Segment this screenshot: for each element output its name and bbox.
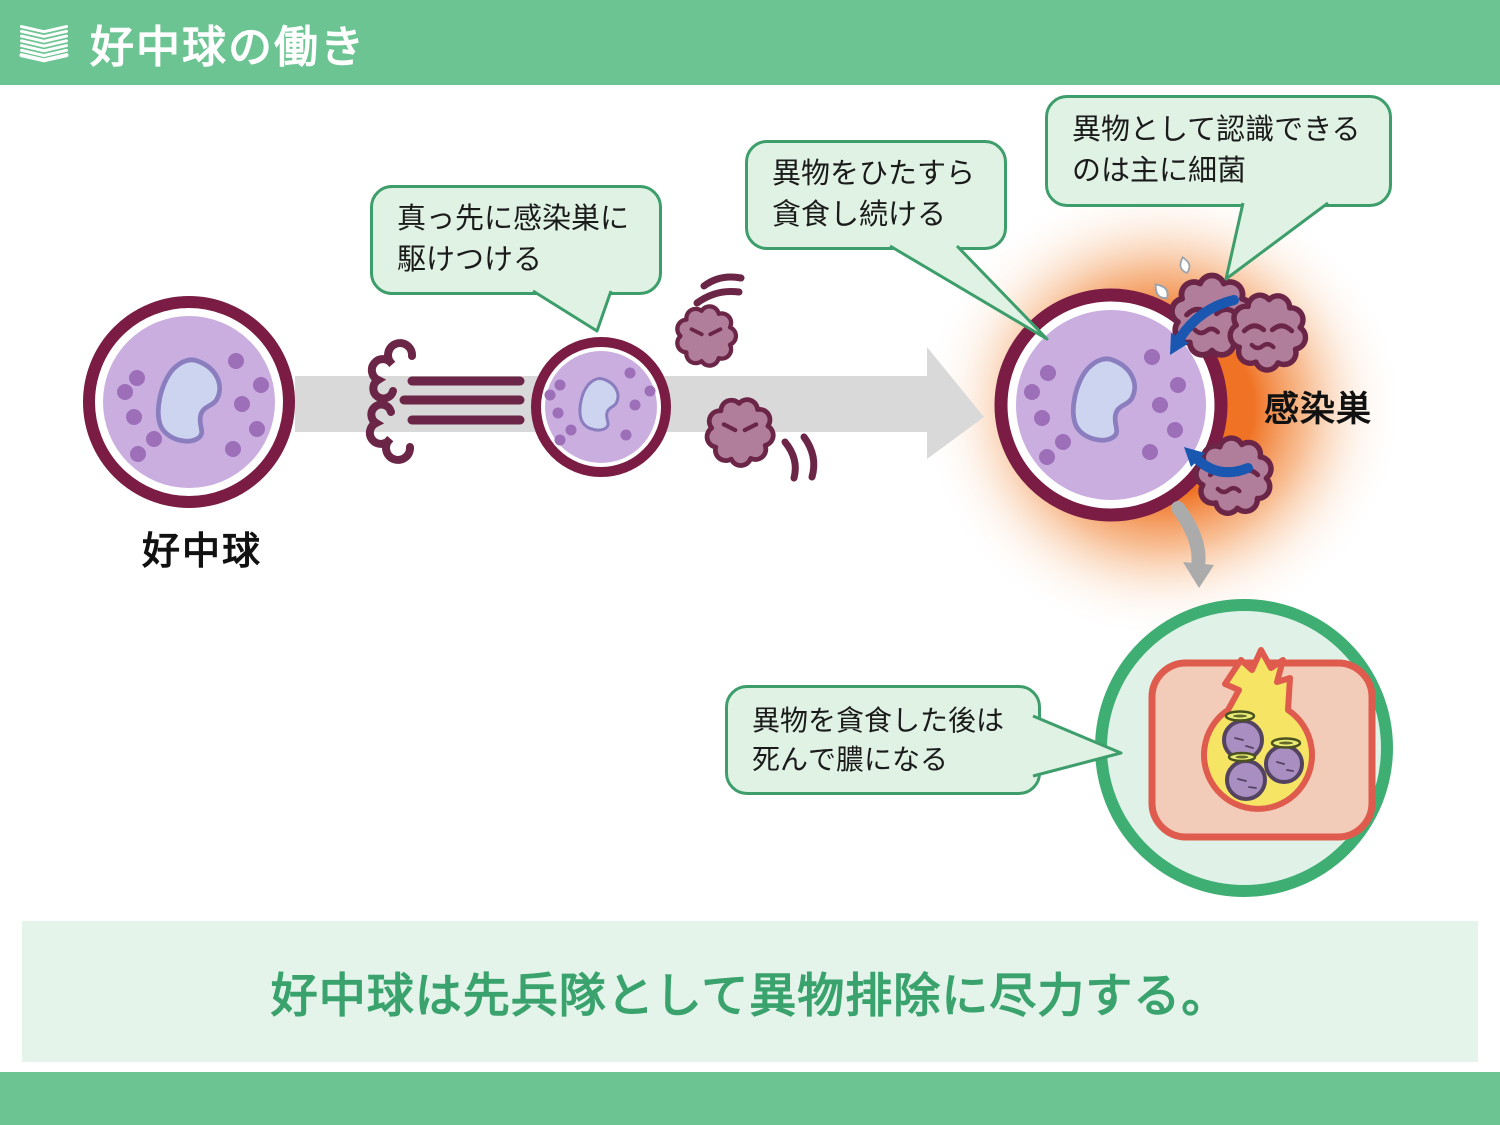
bacterium-floating-top bbox=[668, 298, 743, 374]
summary-banner: 好中球は先兵隊として異物排除に尽力する。 bbox=[22, 921, 1478, 1062]
callout-recognizes-bacteria: 異物として認識できる のは主に細菌 bbox=[1045, 95, 1392, 207]
neutrophil-label: 好中球 bbox=[142, 531, 263, 573]
callout-line: 駆けつける bbox=[397, 244, 543, 276]
dead-neutrophils bbox=[1222, 710, 1304, 801]
slide-header: 好中球の働き bbox=[0, 0, 1500, 85]
to-pus-arrow bbox=[1171, 501, 1214, 588]
callout-line: 真っ先に感染巣に bbox=[397, 203, 630, 236]
callout-line: 貪食し続ける bbox=[772, 199, 947, 231]
halos bbox=[1224, 710, 1302, 763]
callout-rush-to-site: 真っ先に感染巣に 駆けつける bbox=[370, 185, 662, 295]
footer-strip bbox=[0, 1072, 1500, 1125]
granules bbox=[1024, 349, 1186, 465]
pus-formation-illustration bbox=[1095, 599, 1393, 897]
book-icon bbox=[19, 24, 69, 62]
granules bbox=[117, 353, 269, 462]
phagocytosis-arrows bbox=[1170, 295, 1253, 478]
granules bbox=[544, 367, 656, 446]
infection-site-label: 感染巣 bbox=[1264, 390, 1373, 429]
callout-line: のは主に細菌 bbox=[1072, 155, 1247, 187]
callout-dies-becomes-pus: 異物を貪食した後は 死んで膿になる bbox=[725, 685, 1041, 795]
speed-lines bbox=[365, 339, 525, 464]
callout-line: 異物を貪食した後は bbox=[752, 704, 1005, 736]
neutrophil-cell-left bbox=[83, 296, 295, 508]
summary-text: 好中球は先兵隊として異物排除に尽力する。 bbox=[270, 969, 1230, 1022]
page-title: 好中球の働き bbox=[90, 22, 366, 72]
callout-line: 異物をひたすら bbox=[772, 158, 976, 191]
callout-keeps-phagocytosing: 異物をひたすら 貪食し続ける bbox=[745, 140, 1007, 250]
neutrophil-cell-moving bbox=[531, 337, 671, 477]
neutrophil-cell-large bbox=[994, 288, 1228, 522]
callout-line: 異物として認識できる bbox=[1072, 114, 1361, 147]
callout-line: 死んで膿になる bbox=[752, 744, 949, 775]
bacteria-motion-lines bbox=[693, 273, 818, 482]
